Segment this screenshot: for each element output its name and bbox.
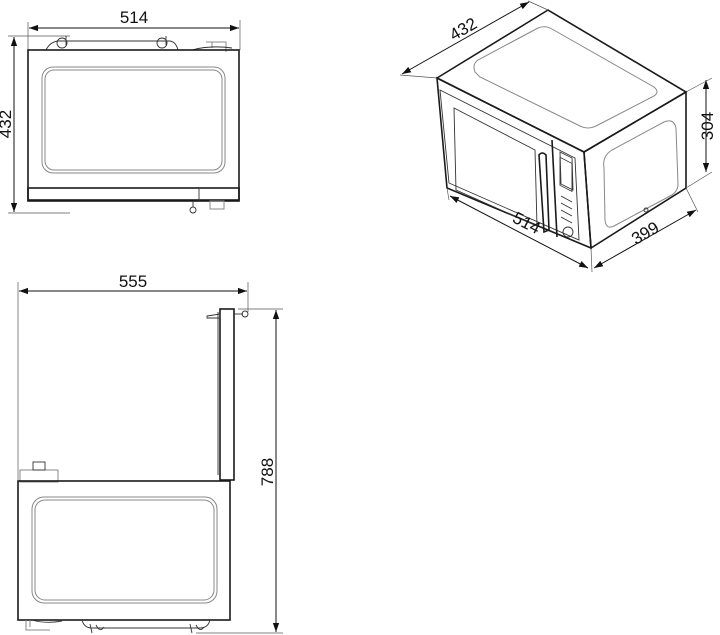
iso-dimension-height: 304: [698, 112, 717, 140]
dimension-label-width: 514: [120, 8, 148, 27]
open-door: [219, 308, 235, 481]
top-view-body: [27, 49, 240, 201]
side-view-body: [17, 480, 231, 621]
iso-dimension-depth: 432: [446, 14, 480, 45]
dimension-label-open-height: 788: [258, 458, 277, 486]
iso-dimension-width: 514: [510, 208, 544, 238]
iso-dimension-side: 399: [628, 218, 662, 249]
top-view: 514 432: [0, 8, 241, 214]
dimension-label-open-width: 555: [119, 272, 147, 291]
side-view-door-open: 555 788: [17, 272, 283, 634]
dimension-label-depth: 432: [0, 110, 15, 138]
isometric-view: 432 304 514 399: [399, 0, 717, 273]
